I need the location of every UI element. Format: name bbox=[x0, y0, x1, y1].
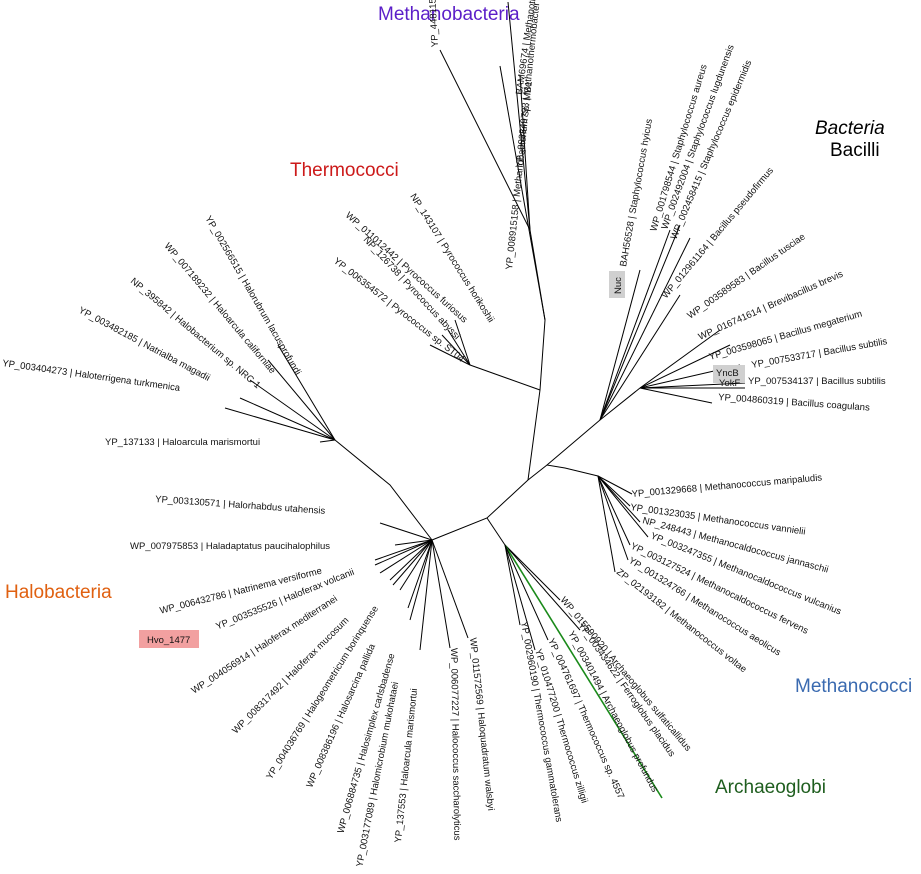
leaf-label: WP_007975853 | Haladaptatus paucihalophi… bbox=[130, 541, 330, 552]
branch-l03 bbox=[499, 65, 546, 321]
branch-l09 bbox=[599, 294, 681, 421]
branch-halo-main bbox=[334, 439, 433, 541]
branch-l50 bbox=[447, 329, 471, 366]
branch-l04 bbox=[519, 74, 531, 231]
leaf-label: YP_003130571 | Halorhabdus utahensis bbox=[155, 494, 326, 517]
branch-l07 bbox=[599, 224, 681, 421]
branch-l10 bbox=[639, 329, 721, 389]
group-label-thermococci: Thermococci bbox=[290, 160, 399, 181]
leaf-label: YP_007534137 | Bacillus subtilis bbox=[748, 376, 886, 387]
branch-l22 bbox=[597, 475, 616, 573]
leaf-label: WP_006077227 | Halococcus saccharolyticu… bbox=[448, 648, 462, 841]
branch-l42 bbox=[319, 439, 336, 443]
branch-l20 bbox=[597, 475, 631, 546]
branch-l30 bbox=[431, 539, 451, 649]
branch-l29 bbox=[431, 539, 469, 639]
branch-l17 bbox=[597, 475, 631, 507]
branch-l13 bbox=[639, 382, 746, 389]
nuc-highlight-label: Nuc bbox=[613, 277, 624, 294]
tree-branches bbox=[224, 1, 746, 799]
nuc-highlight-box bbox=[609, 271, 625, 298]
branch-l21 bbox=[597, 475, 629, 561]
branch-l05 bbox=[599, 269, 641, 421]
branch-l45 bbox=[249, 379, 336, 441]
yncb-highlight-label: YncB bbox=[716, 368, 739, 379]
leaf-label: YP_137553 | Haloarcula marismortui bbox=[393, 688, 420, 843]
branch-l35 bbox=[392, 539, 433, 586]
branch-l25-archaeoglobi-highlight bbox=[504, 544, 663, 799]
branch-l18 bbox=[597, 475, 641, 523]
leaf-label: BAH56528 | Staphylococcus hyicus bbox=[618, 118, 655, 268]
branch-l47 bbox=[277, 344, 336, 441]
branch-l01 bbox=[439, 49, 531, 231]
leaf-label: YP_004860319 | Bacillus coagulans bbox=[718, 392, 871, 414]
highlight-boxes: Hvo_1477 Nuc YncB YokF bbox=[139, 271, 745, 648]
leaf-label: WP_001798544 | Staphylococcus aureus bbox=[648, 63, 709, 233]
group-label-archaeoglobi: Archaeoglobi bbox=[715, 777, 826, 798]
yokf-highlight-label: YokF bbox=[719, 378, 740, 389]
branch-l39 bbox=[374, 539, 433, 561]
branch-bacilli-main bbox=[546, 387, 641, 466]
branch-l46 bbox=[267, 359, 336, 441]
leaf-labels: YP_448115 | Methanosphaera stadtmanae YP… bbox=[2, 0, 889, 868]
group-label-methanococci: Methanococci bbox=[795, 676, 912, 697]
leaf-label: WP_016741614 | Brevibacillus brevis bbox=[697, 269, 845, 343]
branch-thermo-main bbox=[486, 517, 506, 546]
group-labels: Methanobacteria Thermococci Bacteria Bac… bbox=[5, 4, 912, 798]
hvo-highlight-label: Hvo_1477 bbox=[147, 635, 190, 646]
branch-l43 bbox=[224, 407, 336, 441]
branch-l40 bbox=[394, 539, 433, 546]
branch-l11 bbox=[639, 344, 731, 389]
branch-backbone bbox=[431, 464, 599, 541]
branch-l33 bbox=[407, 539, 433, 609]
leaf-label: YP_003404273 | Haloterrigena turkmenica bbox=[2, 358, 182, 394]
branch-l51 bbox=[454, 319, 471, 366]
branch-backbone-2 bbox=[527, 319, 546, 481]
branch-l23 bbox=[504, 544, 561, 601]
yncb-yokf-highlight-box bbox=[713, 365, 745, 383]
group-label-bacteria: Bacteria bbox=[815, 118, 885, 139]
branch-l32 bbox=[409, 539, 433, 621]
leaf-label: WP_011572569 | Haloquadratum walsbyi bbox=[467, 637, 496, 811]
branch-pyro-main bbox=[469, 364, 541, 391]
group-label-halobacteria: Halobacteria bbox=[5, 582, 112, 603]
branch-l49 bbox=[441, 334, 471, 366]
branch-l08 bbox=[599, 237, 691, 421]
branch-l44 bbox=[239, 397, 336, 441]
group-label-bacilli: Bacilli bbox=[830, 140, 880, 161]
branch-l37 bbox=[379, 539, 433, 574]
branch-l34 bbox=[399, 539, 433, 591]
branch-l26 bbox=[504, 544, 549, 641]
branch-l36 bbox=[389, 539, 433, 581]
branch-l02 bbox=[507, 1, 531, 231]
branch-l19 bbox=[597, 475, 649, 538]
branch-l41 bbox=[379, 522, 433, 541]
branch-l48 bbox=[429, 344, 471, 366]
branch-l27 bbox=[504, 544, 536, 651]
group-label-methanobacteria: Methanobacteria bbox=[378, 4, 520, 25]
branch-l31 bbox=[419, 539, 433, 651]
branch-l06 bbox=[599, 229, 671, 421]
branch-l38 bbox=[374, 539, 433, 566]
leaf-label: YP_001329668 | Methanococcus maripaludis bbox=[631, 472, 822, 500]
hvo-highlight-box bbox=[139, 630, 199, 648]
branch-l24 bbox=[504, 544, 581, 631]
branch-l16 bbox=[597, 475, 633, 495]
leaf-label: YP_137133 | Haloarcula marismortui bbox=[105, 437, 260, 448]
branch-l15 bbox=[639, 387, 713, 404]
branch-l28 bbox=[504, 544, 521, 626]
